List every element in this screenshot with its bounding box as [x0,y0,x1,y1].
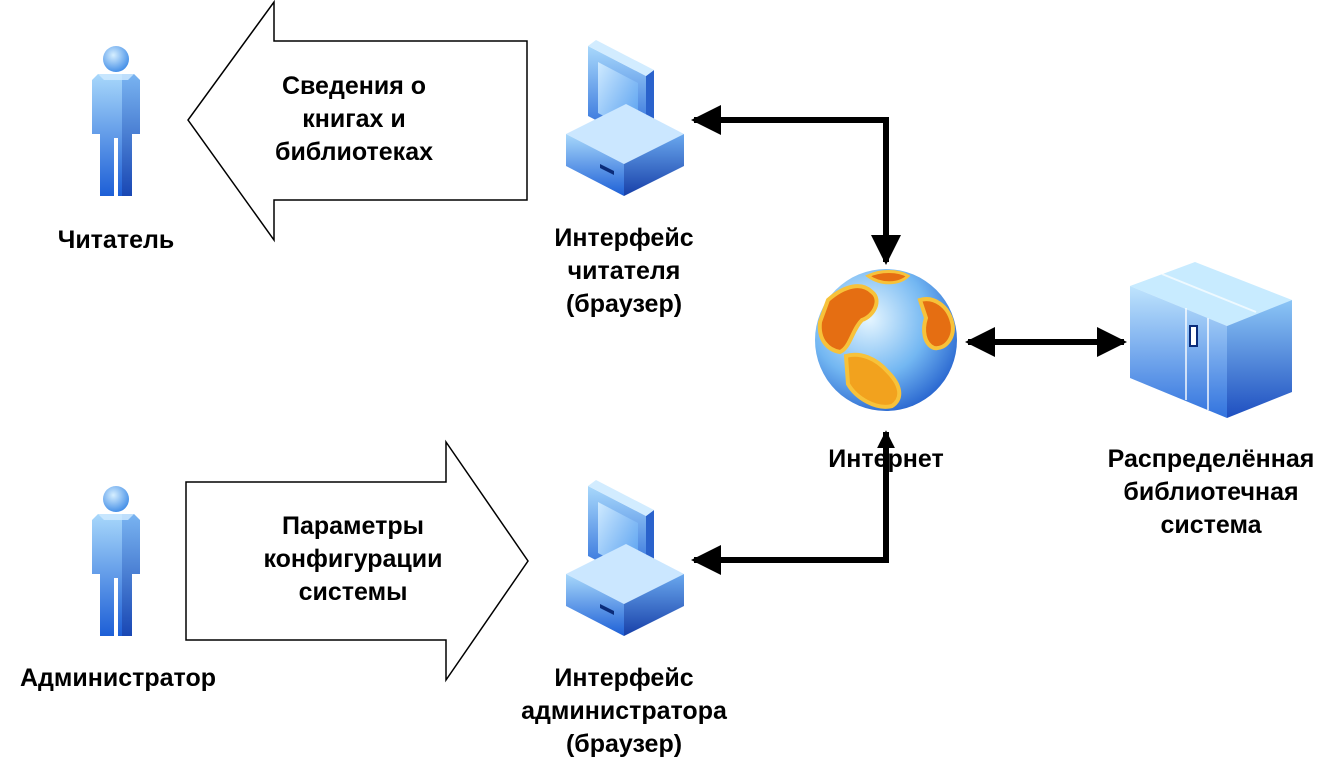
admin-computer-icon [566,480,684,636]
flow-label-line: книгах и [302,105,406,133]
flow-arrow-from-admin [185,439,529,683]
node-label-line: читателя [567,257,681,285]
node-label-line: библиотечная [1123,478,1299,506]
flow-label-line: системы [298,578,408,606]
flow-label-line: библиотеках [275,138,433,166]
node-label-line: администратора [521,697,727,725]
reader-label: Читатель [57,226,175,254]
connector-admin-internet [691,430,895,575]
node-label-line: (браузер) [565,730,683,758]
node-label-line: система [1160,511,1262,539]
flow-arrow-to-reader [187,0,528,243]
admin-person-icon [92,486,140,636]
connector-reader-internet [691,105,901,265]
reader-computer-icon [566,40,684,196]
administrator-label: Администратор [19,664,217,692]
flow-label-line: Сведения о [281,72,427,100]
flow-label-line: Параметры [282,512,424,540]
server-icon [1130,262,1292,418]
node-label-line: Интерфейс [554,224,694,252]
flow-label-to-reader: Сведения о книгах и библиотеках [244,70,464,169]
node-label-line: Интерфейс [554,664,694,692]
admin-interface-label: Интерфейс администратора (браузер) [494,662,754,761]
node-label-line: Распределённая [1107,445,1315,473]
globe-icon [815,269,957,411]
flow-label-from-admin: Параметры конфигурации системы [228,510,478,609]
reader-person-icon [92,46,140,196]
reader-interface-label: Интерфейс читателя (браузер) [514,222,734,321]
internet-label: Интернет [828,445,944,473]
flow-label-line: конфигурации [263,545,443,573]
library-system-label: Распределённая библиотечная система [1086,443,1336,542]
node-label-line: (браузер) [565,290,683,318]
